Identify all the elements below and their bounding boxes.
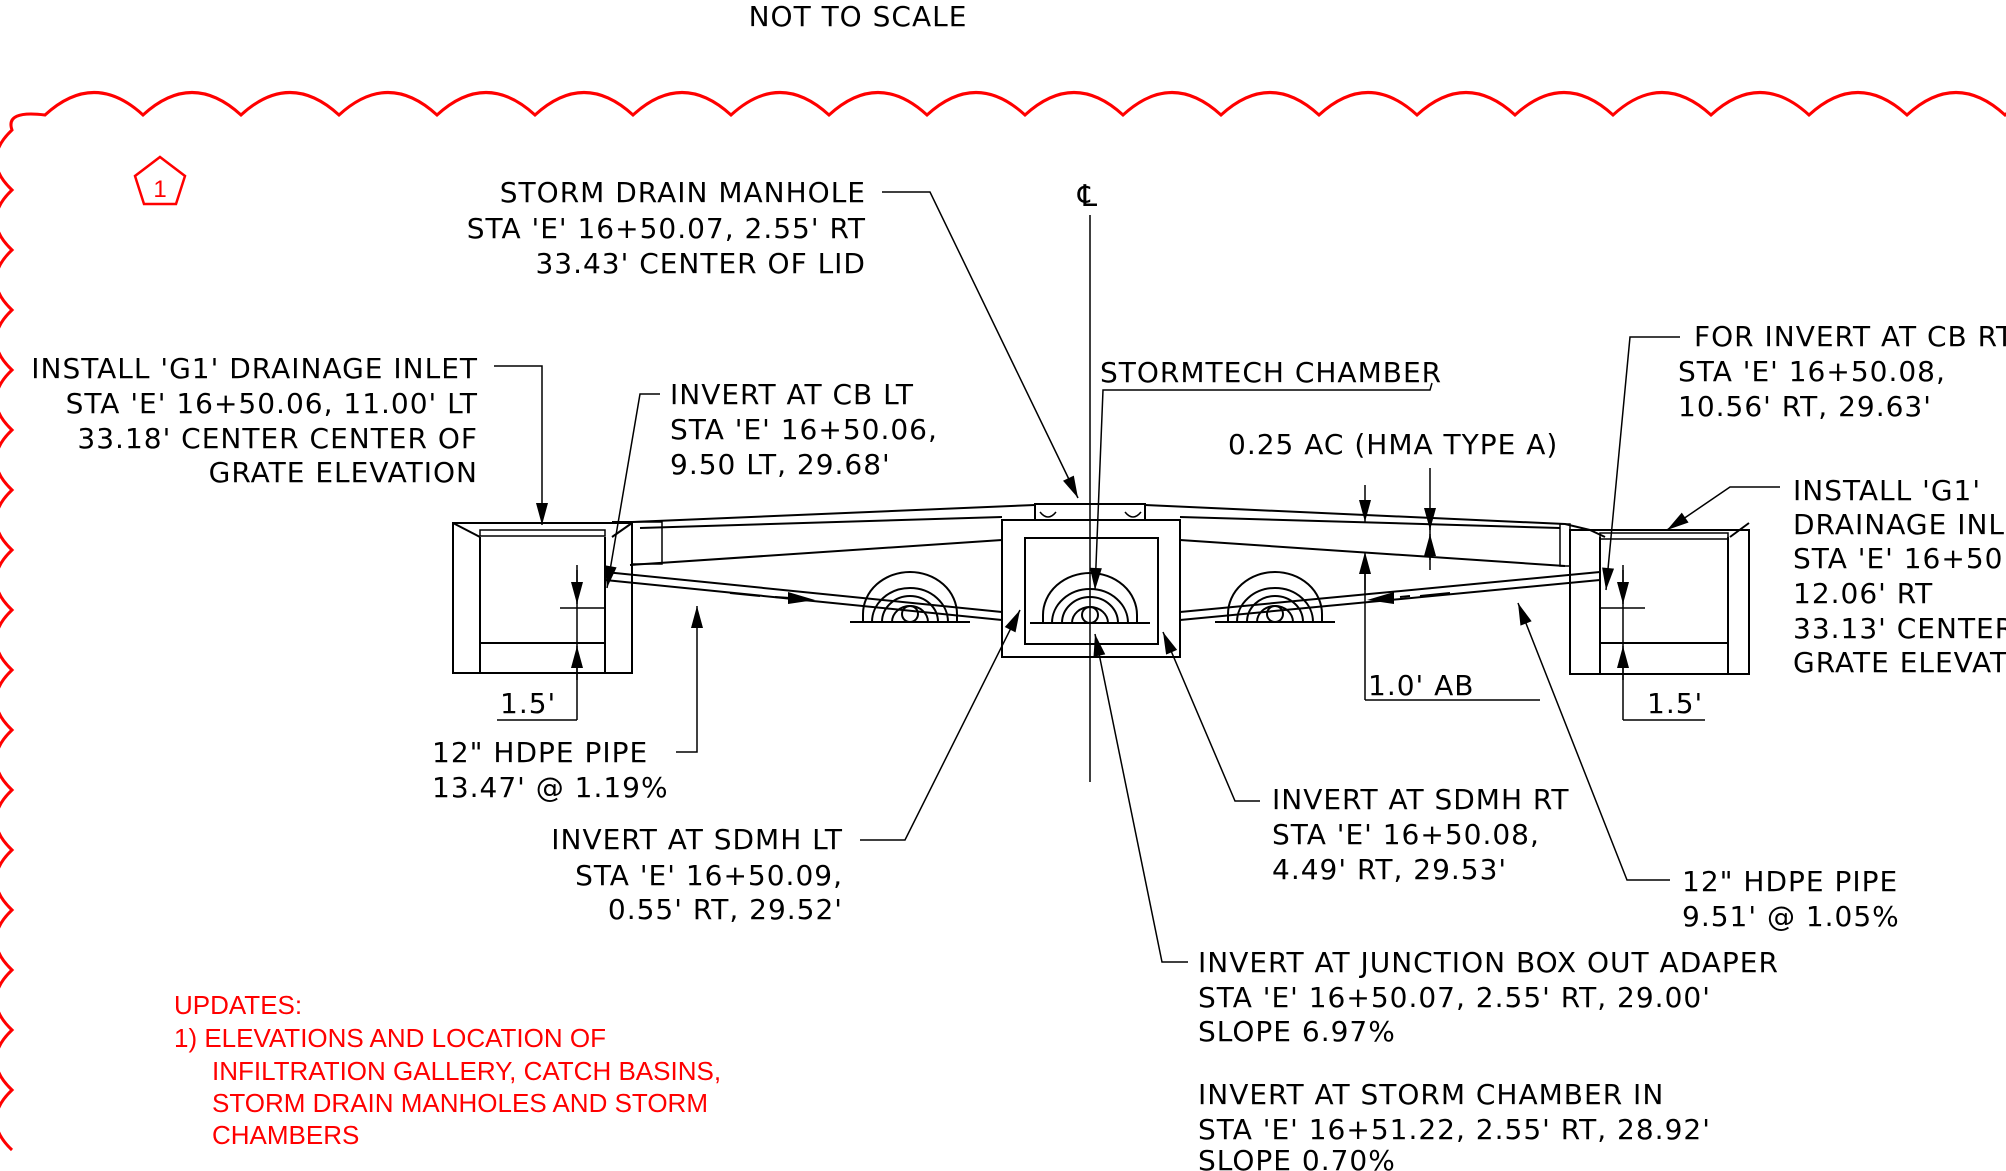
junction-line-2: STA 'E' 16+50.07, 2.55' RT, 29.00'	[1198, 981, 1711, 1014]
chamber-2	[1030, 572, 1150, 624]
leader-pipe-left	[676, 606, 703, 753]
pipe-right-line-2: 9.51' @ 1.05%	[1682, 900, 1900, 933]
callout-invert-cb-lt: INVERT AT CB LT STA 'E' 16+50.06, 9.50 L…	[670, 378, 938, 481]
stormtech-label: STORMTECH CHAMBER	[1100, 356, 1442, 389]
leader-dim-left-up	[571, 646, 583, 680]
revision-marker: 1	[133, 155, 187, 206]
inv-sdmh-lt-line-3: 0.55' RT, 29.52'	[608, 893, 843, 926]
chamber-in-line-1: INVERT AT STORM CHAMBER IN	[1198, 1078, 1664, 1111]
stormtech-chambers	[850, 571, 1335, 624]
g1-right-line-1: INSTALL 'G1'	[1793, 474, 1981, 507]
junction-line-1: INVERT AT JUNCTION BOX OUT ADAPER	[1198, 946, 1779, 979]
centerline-symbol: ℄	[1077, 179, 1098, 214]
callout-chamber-in: INVERT AT STORM CHAMBER IN STA 'E' 16+51…	[1198, 1078, 1711, 1171]
leader-inv-cb-lt	[604, 393, 660, 589]
callout-g1-left: INSTALL 'G1' DRAINAGE INLET STA 'E' 16+5…	[31, 352, 478, 489]
dimension-marks	[497, 468, 1705, 721]
callout-invert-sdmh-rt: INVERT AT SDMH RT STA 'E' 16+50.08, 4.49…	[1272, 783, 1569, 886]
pavement-layers	[604, 504, 1601, 621]
g1-left-line-1: INSTALL 'G1' DRAINAGE INLET	[31, 352, 478, 385]
leader-ac-top	[1359, 485, 1371, 522]
chamber-1	[850, 571, 970, 623]
callout-sdmh: STORM DRAIN MANHOLE STA 'E' 16+50.07, 2.…	[467, 176, 866, 280]
leader-dim-right-up	[1617, 646, 1629, 680]
inv-cb-rt-line-1: FOR INVERT AT CB RT	[1694, 320, 2006, 353]
updates-title: UPDATES:	[174, 990, 302, 1020]
g1-left-line-2: STA 'E' 16+50.06, 11.00' LT	[66, 387, 478, 420]
revision-number: 1	[153, 176, 166, 203]
sdmh-line-2: STA 'E' 16+50.07, 2.55' RT	[467, 212, 866, 245]
junction-line-3: SLOPE 6.97%	[1198, 1015, 1396, 1048]
leader-dim-right-down	[1617, 570, 1629, 604]
updates-line-2: INFILTRATION GALLERY, CATCH BASINS,	[212, 1056, 721, 1086]
inv-cb-rt-line-2: STA 'E' 16+50.08,	[1678, 355, 1946, 388]
sdmh-line-3: 33.43' CENTER OF LID	[535, 247, 866, 280]
section-geometry	[452, 468, 1750, 721]
chamber-3	[1215, 571, 1335, 623]
callout-invert-cb-rt: FOR INVERT AT CB RT STA 'E' 16+50.08, 10…	[1678, 320, 2006, 423]
scale-note: NOT TO SCALE	[749, 0, 968, 33]
leader-ac-up	[1424, 534, 1436, 570]
leader-dim-left-down	[571, 570, 583, 604]
centerline: ℄	[1077, 179, 1098, 782]
callout-g1-right: INSTALL 'G1' DRAINAGE INLET STA 'E' 16+5…	[1793, 474, 2006, 679]
inv-sdmh-rt-line-1: INVERT AT SDMH RT	[1272, 783, 1569, 816]
inv-sdmh-rt-line-3: 4.49' RT, 29.53'	[1272, 853, 1507, 886]
leader-lines	[494, 191, 1780, 963]
dim-right-label: 1.5'	[1647, 687, 1703, 720]
callout-invert-sdmh-lt: INVERT AT SDMH LT STA 'E' 16+50.09, 0.55…	[551, 823, 843, 926]
leader-junction	[1093, 633, 1188, 963]
leader-pipe-right	[1517, 602, 1670, 881]
g1-left-line-3: 33.18' CENTER CENTER OF	[77, 422, 478, 455]
pipe-right-line-1: 12" HDPE PIPE	[1682, 865, 1898, 898]
sdmh-line-1: STORM DRAIN MANHOLE	[500, 176, 866, 209]
inv-cb-lt-line-2: STA 'E' 16+50.06,	[670, 413, 938, 446]
leader-inv-cb-rt	[1602, 336, 1680, 591]
leader-ab-up	[1359, 552, 1371, 590]
leader-ac-bot	[1424, 508, 1436, 530]
inv-sdmh-lt-line-2: STA 'E' 16+50.09,	[575, 859, 843, 892]
inv-cb-lt-line-3: 9.50 LT, 29.68'	[670, 448, 891, 481]
chamber-in-line-3: SLOPE 0.70%	[1198, 1144, 1396, 1171]
callout-pipe-left: 12" HDPE PIPE 13.47' @ 1.19%	[432, 736, 669, 804]
callout-junction: INVERT AT JUNCTION BOX OUT ADAPER STA 'E…	[1198, 946, 1779, 1048]
inv-sdmh-lt-line-1: INVERT AT SDMH LT	[551, 823, 843, 856]
revision-pentagon	[133, 155, 187, 206]
ab-label: 1.0' AB	[1368, 669, 1475, 702]
leader-inv-sdmh-rt	[1162, 631, 1260, 802]
updates-note: UPDATES: 1) ELEVATIONS AND LOCATION OF I…	[174, 990, 721, 1150]
ac-label: 0.25 AC (HMA TYPE A)	[1228, 428, 1558, 461]
g1-right-line-6: GRATE ELEVAT	[1793, 646, 2006, 679]
leader-sdmh	[882, 191, 1079, 499]
revision-cloud	[0, 91, 2006, 1152]
g1-right-line-5: 33.13' CENTER	[1793, 612, 2006, 645]
dim-left-label: 1.5'	[500, 687, 556, 720]
leader-stormtech	[1089, 382, 1433, 591]
leader-g1-left	[494, 365, 548, 525]
callout-pipe-right: 12" HDPE PIPE 9.51' @ 1.05%	[1682, 865, 1900, 933]
g1-right-line-4: 12.06' RT	[1793, 577, 1933, 610]
manhole-structure	[1001, 503, 1181, 658]
pipe-left-line-2: 13.47' @ 1.19%	[432, 771, 669, 804]
callout-stormtech: STORMTECH CHAMBER	[1100, 356, 1442, 389]
leader-g1-right	[1666, 486, 1780, 531]
g1-right-line-2: DRAINAGE INLET	[1793, 508, 2006, 541]
g1-left-line-4: GRATE ELEVATION	[209, 456, 478, 489]
updates-line-1: 1) ELEVATIONS AND LOCATION OF	[174, 1023, 606, 1053]
inv-sdmh-rt-line-2: STA 'E' 16+50.08,	[1272, 818, 1540, 851]
g1-right-line-3: STA 'E' 16+50.	[1793, 542, 2006, 575]
updates-line-4: CHAMBERS	[212, 1120, 359, 1150]
inv-cb-lt-line-1: INVERT AT CB LT	[670, 378, 914, 411]
updates-line-3: STORM DRAIN MANHOLES AND STORM	[212, 1088, 708, 1118]
chamber-in-line-2: STA 'E' 16+51.22, 2.55' RT, 28.92'	[1198, 1113, 1711, 1146]
right-catch-basin	[1569, 522, 1750, 675]
leader-inv-sdmh-lt	[860, 609, 1021, 841]
left-catch-basin	[452, 522, 633, 674]
inv-cb-rt-line-3: 10.56' RT, 29.63'	[1678, 390, 1932, 423]
callout-ac: 0.25 AC (HMA TYPE A)	[1228, 428, 1558, 461]
pipe-left-line-1: 12" HDPE PIPE	[432, 736, 648, 769]
flow-arrows	[729, 592, 1451, 604]
